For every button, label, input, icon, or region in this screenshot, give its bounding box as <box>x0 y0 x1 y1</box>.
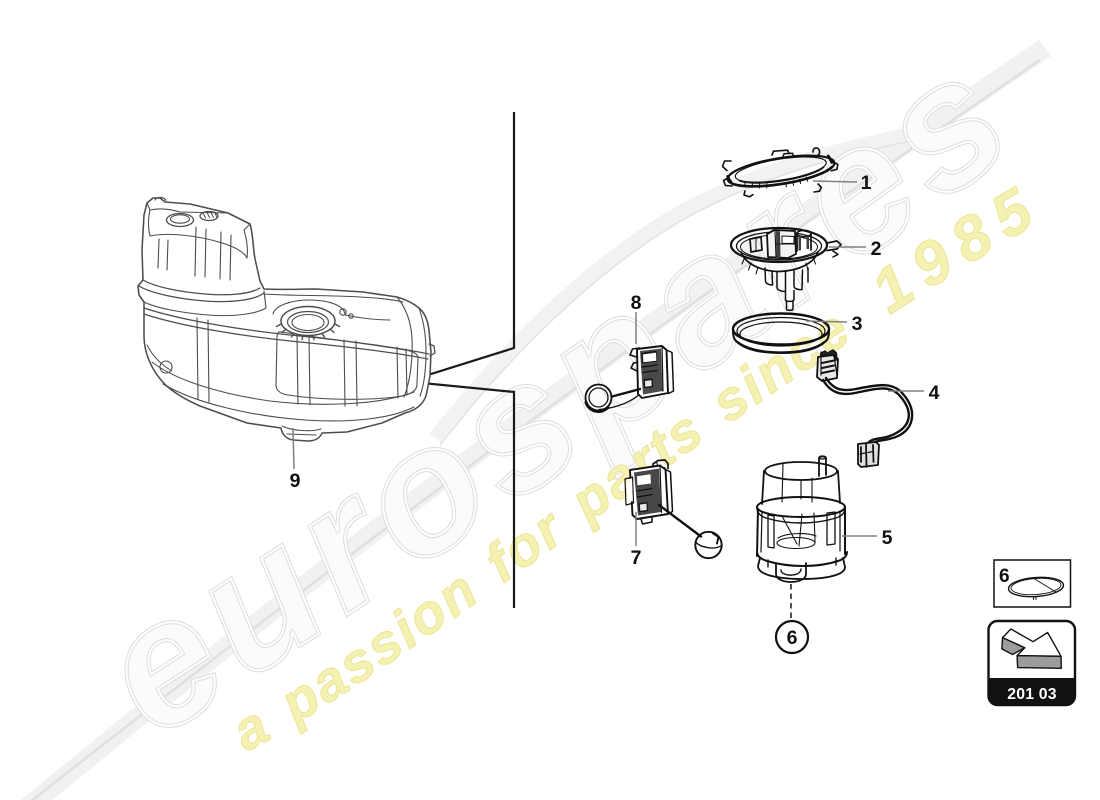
svg-text:1: 1 <box>861 172 872 194</box>
svg-text:9: 9 <box>290 470 301 492</box>
svg-text:201 03: 201 03 <box>1007 686 1057 703</box>
svg-text:4: 4 <box>929 382 940 404</box>
svg-text:6: 6 <box>787 627 798 649</box>
svg-text:7: 7 <box>631 547 642 569</box>
svg-text:3: 3 <box>852 313 863 335</box>
svg-text:6: 6 <box>999 566 1010 587</box>
svg-text:2: 2 <box>871 238 882 260</box>
svg-text:8: 8 <box>631 292 642 314</box>
svg-text:5: 5 <box>882 527 893 549</box>
